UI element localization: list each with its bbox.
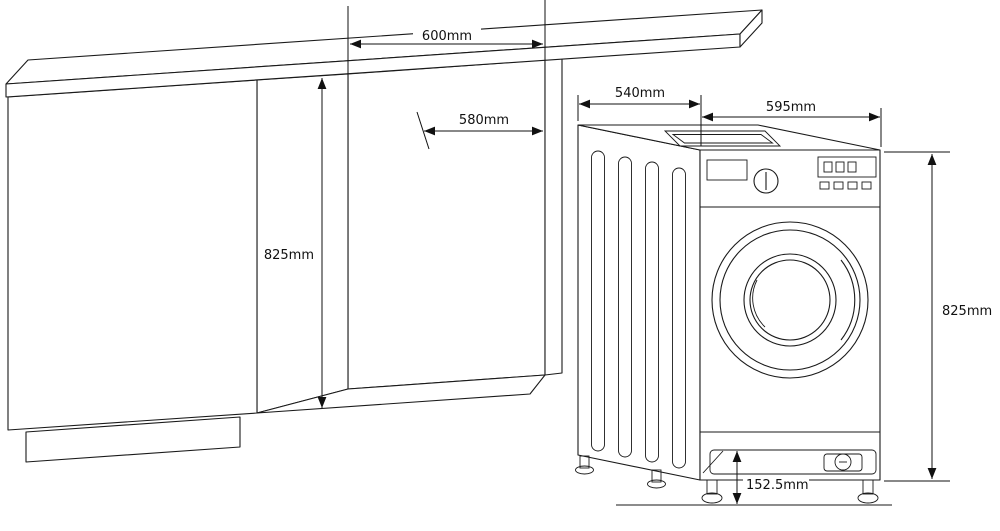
door-window [743,253,837,347]
dim-label-base-height: 152.5mm [746,478,809,493]
display [817,156,877,178]
door [711,221,869,379]
dimensions: 600mm 580mm 825mm 540mm 595mm [264,0,992,504]
dimension-machine-height: 825mm [884,151,992,482]
control-panel [700,156,880,208]
top-lid [663,130,782,147]
recess-left-wall [256,73,349,414]
dim-label-machine-depth: 540mm [615,86,665,101]
machine-side-face [577,124,701,481]
feet [575,455,879,504]
machine-front-face [699,149,881,481]
dim-label-recess-width: 600mm [422,29,472,44]
foot-back-left [575,455,594,475]
panel-buttons [819,181,872,190]
vent-slot [645,161,659,463]
cabinet-plinth [25,416,241,463]
vent-slot [672,167,686,469]
dim-label-machine-width: 595mm [766,100,816,115]
service-flap [700,431,880,475]
dimension-machine-width: 595mm [702,100,882,147]
foot-front-left [701,479,723,504]
vent-slot [591,150,605,452]
dimension-recess-width: 600mm [347,0,546,74]
dim-label-recess-height: 825mm [264,248,314,263]
dim-label-recess-depth: 580mm [459,113,509,128]
cabinet-unit [7,57,563,463]
pump-filter-cap [834,453,852,471]
washing-machine [575,124,892,506]
recess-back-wall [347,59,546,390]
door-handle-groove [840,259,856,341]
foot-mid-left [647,469,666,489]
vent-slot [618,156,632,458]
dimension-recess-depth: 580mm [416,111,543,150]
vent-slots [591,150,686,469]
foot-front-right [857,479,879,504]
recess-right-wall [544,57,563,376]
glass-reflection [752,279,766,328]
door-outer-ring [711,221,869,379]
detergent-drawer [706,159,748,181]
dimension-machine-depth: 540mm [577,86,702,146]
dimension-recess-height: 825mm [264,78,327,408]
dimension-base-height: 152.5mm [732,451,809,504]
dim-label-machine-height: 825mm [942,304,992,319]
program-knob [753,168,779,194]
cabinet-front-panel [7,79,258,431]
countertop-end-face [739,9,763,48]
